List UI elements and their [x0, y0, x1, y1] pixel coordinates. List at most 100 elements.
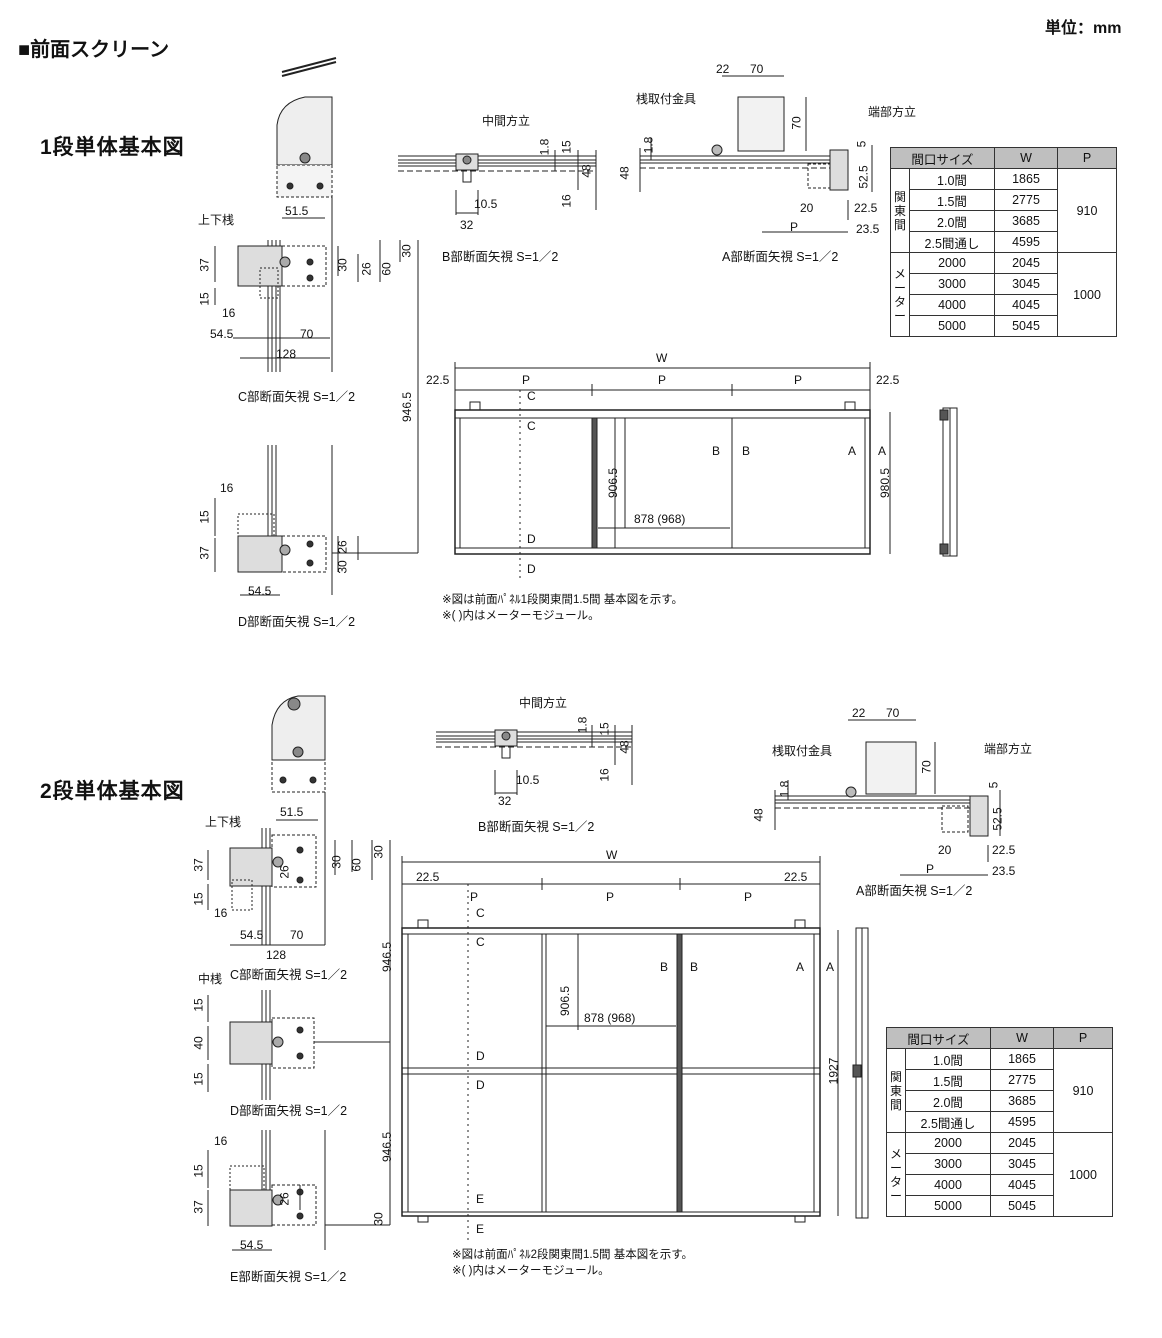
s1-elev-h906-5: 906.5: [606, 467, 621, 499]
s1-dim-a23-5: 23.5: [856, 222, 880, 236]
s1-dim-d37: 37: [197, 546, 212, 560]
s1-note-1: ※図は前面ﾊﾟﾈﾙ1段関東間1.5間 基本図を示す。: [442, 594, 684, 606]
s2-cde-profile: [207, 695, 391, 1251]
s2-dim-e30: 30: [371, 1212, 386, 1226]
s1-elev-h980-5: 980.5: [878, 467, 893, 499]
s1-elev-mark-c2: C: [527, 419, 536, 433]
spec2-cell: 2775: [990, 1069, 1054, 1091]
s2-dim-b16: 16: [597, 768, 612, 782]
s2-elev-mark-a: A: [796, 960, 805, 974]
s1-dim-a48: 48: [617, 166, 632, 180]
spec1-header-p: P: [1057, 147, 1117, 169]
s2-elev-mark-e: E: [476, 1192, 485, 1206]
spec1-cell-p: 1000: [1057, 252, 1117, 337]
s2-dim-b48: 48: [617, 740, 632, 754]
s1-caption-d: D部断面矢視 S=1／2: [238, 615, 356, 629]
s2-dim-b1-8: 1.8: [575, 716, 590, 734]
s1-cd-profile: [214, 57, 419, 596]
s1-elev-mark-d2: D: [527, 562, 536, 576]
spec1-cell: 4595: [994, 231, 1058, 253]
s2-dim-a48: 48: [751, 808, 766, 822]
s2-dim-h946-5b: 946.5: [380, 1131, 395, 1163]
spec2-cell: 2000: [905, 1132, 991, 1154]
spec1-group-kanto: 関東間: [890, 168, 910, 253]
s2-dim-a52-5: 52.5: [990, 807, 1005, 831]
s2-dim-c54-5: 54.5: [240, 928, 264, 942]
s2-note-1: ※図は前面ﾊﾟﾈﾙ2段関東間1.5間 基本図を示す。: [452, 1249, 694, 1261]
s1-elev-mark-d: D: [527, 532, 536, 546]
s1-dim-a22: 22: [716, 62, 730, 76]
spec2-cell: 4045: [990, 1174, 1054, 1196]
s1-dim-d54-5: 54.5: [248, 584, 272, 598]
s1-dim-b48: 48: [579, 164, 594, 178]
spec2-cell: 1.5間: [905, 1069, 991, 1091]
page-title: ■前面スクリーン: [18, 39, 170, 61]
s2-dim-c51-5: 51.5: [280, 805, 304, 819]
spec2-cell: 2.0間: [905, 1090, 991, 1112]
spec2-cell: 1.0間: [905, 1048, 991, 1070]
s1-caption-b: B部断面矢視 S=1／2: [442, 250, 559, 264]
spec1-cell: 1.5間: [909, 189, 995, 211]
s1-label-sankanagu: 桟取付金具: [636, 92, 697, 106]
s1-dim-c30: 30: [335, 258, 350, 272]
spec1-cell-p: 910: [1057, 168, 1117, 253]
s1-dim-d30: 30: [335, 560, 350, 574]
s2-elev-mark-c: C: [476, 906, 485, 920]
spec2-cell-p: 1000: [1053, 1132, 1113, 1217]
spec2-cell: 2045: [990, 1132, 1054, 1154]
s2-elev-left: 22.5: [416, 870, 440, 884]
s2-elev-P1: P: [470, 890, 479, 904]
s1-dim-d16: 16: [220, 481, 234, 495]
s1-elev-w878: 878 (968): [634, 512, 686, 526]
s2-dim-b15: 15: [597, 722, 612, 736]
s2-dim-e16: 16: [214, 1134, 228, 1148]
s2-dim-c60: 60: [349, 858, 364, 872]
spec2-cell: 3045: [990, 1153, 1054, 1175]
s1-dim-c37: 37: [197, 258, 212, 272]
s1-dim-a20: 20: [800, 201, 814, 215]
spec1-cell: 4045: [994, 294, 1058, 316]
s2-dim-a70: 70: [886, 706, 900, 720]
s1-dim-c30b: 30: [399, 244, 414, 258]
s2-dim-b32: 32: [498, 794, 512, 808]
spec2-header-size: 間口サイズ: [886, 1027, 991, 1049]
s2-label-sankanagu: 桟取付金具: [772, 744, 833, 758]
s2-dim-c16: 16: [214, 906, 228, 920]
s2-dim-d15b: 15: [191, 1072, 206, 1086]
s2-dim-a20: 20: [938, 843, 952, 857]
s2-dim-c26: 26: [277, 865, 292, 879]
s1-dim-c70: 70: [300, 327, 314, 341]
s2-elev-w878: 878 (968): [584, 1011, 636, 1025]
s2-elev-right: 22.5: [784, 870, 808, 884]
s1-elev-right: 22.5: [876, 373, 900, 387]
s1-dim-d26: 26: [335, 540, 350, 554]
s1-dim-b32: 32: [460, 218, 474, 232]
spec2-cell: 4000: [905, 1174, 991, 1196]
spec1-cell: 1.0間: [909, 168, 995, 190]
spec1-cell: 3685: [994, 210, 1058, 232]
spec2-header-w: W: [990, 1027, 1054, 1049]
s2-dim-d40: 40: [191, 1036, 206, 1050]
s1-dim-b10-5: 10.5: [474, 197, 498, 211]
s2-elev-mark-b2: B: [690, 960, 699, 974]
spec1-group-meter: メーター: [890, 252, 910, 337]
s2-elev-mark-d2: D: [476, 1078, 485, 1092]
s2-dim-a22-5: 22.5: [992, 843, 1016, 857]
s1-label-tanbu: 端部方立: [868, 105, 917, 119]
s1-elev-P3: P: [794, 373, 803, 387]
spec1-cell: 5045: [994, 315, 1058, 337]
s1-elevation: [454, 362, 958, 580]
spec1-header-w: W: [994, 147, 1058, 169]
s2-caption-c: C部断面矢視 S=1／2: [230, 968, 348, 982]
s2-dim-e37: 37: [191, 1200, 206, 1214]
s2-dim-c15: 15: [191, 892, 206, 906]
spec1-cell: 2045: [994, 252, 1058, 274]
s1-dim-c51-5: 51.5: [285, 204, 309, 218]
section2-heading: 2段単体基本図: [40, 780, 185, 803]
s2-a-detail: [774, 719, 1001, 876]
s2-note-2: ※( )内はメーターモジュール。: [452, 1265, 610, 1277]
s2-dim-aP: P: [926, 862, 935, 876]
s2-elev-h1927: 1927: [826, 1057, 841, 1085]
s1-elev-left: 22.5: [426, 373, 450, 387]
